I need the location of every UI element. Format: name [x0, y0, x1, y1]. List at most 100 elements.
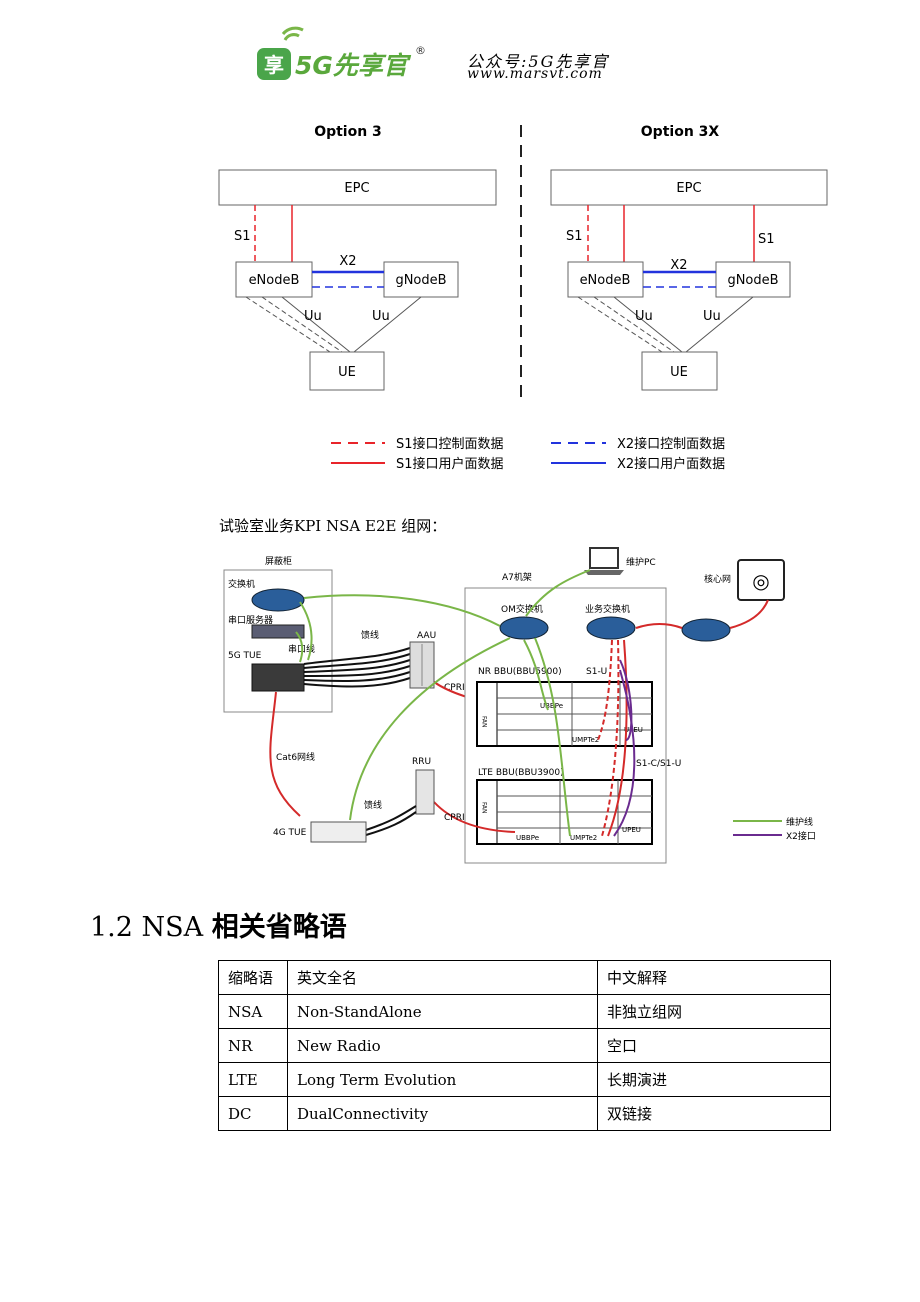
cpri-bottom-label: CPRI	[444, 813, 465, 823]
section-number: 1.2	[90, 912, 133, 943]
option3x-ue-label: UE	[670, 365, 688, 380]
logo-glyph: 享	[264, 53, 284, 77]
serial-server-label: 串口服务器	[228, 614, 273, 626]
switch-label: 交换机	[228, 578, 255, 590]
aau-label: AAU	[417, 631, 436, 641]
nr-fan-label: FAN	[481, 716, 488, 728]
option3x-uu-left-label: Uu	[635, 309, 653, 324]
option3-enodeb-box	[235, 261, 313, 298]
option3x-x2-label: X2	[670, 258, 687, 273]
option3x-gnodeb-label: gNodeB	[727, 273, 778, 288]
option3-gnodeb-box	[383, 261, 459, 298]
biz-switch-icon	[586, 616, 636, 640]
table-header-cell: 缩略语	[218, 960, 288, 995]
feeder-top-label: 馈线	[361, 629, 379, 641]
serial-server-link	[295, 631, 304, 663]
option3x-ue-box	[641, 351, 718, 391]
s1u-label: S1-U	[586, 667, 607, 677]
table-row: NR New Radio 空口	[218, 1028, 831, 1063]
logo-registered-mark: ®	[415, 44, 426, 57]
core-net-glyph: ◎	[752, 569, 769, 593]
option3x-enodeb-box	[567, 261, 644, 298]
cabinet-switch-icon	[251, 588, 305, 612]
tue-5g-icon	[251, 663, 305, 692]
maint-pc-screen	[589, 547, 619, 569]
table-cell: 非独立组网	[597, 994, 831, 1029]
option3-uu-dash-2	[261, 296, 343, 353]
legend-maint-label: 维护线	[786, 816, 813, 828]
legend-x2-user-label: X2接口用户面数据	[617, 456, 725, 472]
s1-links	[269, 639, 628, 837]
lte-bbu-label: LTE BBU(BBU3900)	[478, 768, 564, 778]
lte-umpte2-label: UMPTe2	[570, 834, 597, 842]
maint-pc-base	[584, 570, 624, 575]
table-cell: 长期演进	[597, 1062, 831, 1097]
tue-4g-label: 4G TUE	[273, 828, 307, 838]
signal-waves-icon	[281, 26, 304, 41]
section-title-cn: 相关省略语	[211, 912, 347, 943]
legend-x2-label: X2接口	[786, 830, 816, 842]
option3x-uu-right-label: Uu	[703, 309, 721, 324]
cpri-top-label: CPRI	[444, 683, 465, 693]
option3-ue-label: UE	[338, 365, 356, 380]
feeder-bottom-label: 馈线	[364, 799, 382, 811]
table-cell: 双链接	[597, 1096, 831, 1131]
option3x-gnodeb-box	[715, 261, 791, 298]
nr-ubbpe-label: UBBPe	[540, 702, 563, 710]
table-cell: 空口	[597, 1028, 831, 1063]
abbreviation-table: 缩略语 英文全名 中文解释 NSA Non-StandAlone 非独立组网 N…	[218, 960, 831, 1131]
option3-gnodeb-label: gNodeB	[395, 273, 446, 288]
option3-x2-label: X2	[339, 254, 356, 269]
lte-fan-label: FAN	[481, 802, 488, 814]
core-to-epc-link	[729, 599, 769, 629]
option3-ue-box	[309, 351, 385, 391]
option3x-uu-solid-left	[613, 296, 683, 353]
option3x-epc-box	[550, 169, 828, 206]
legend-s1-user-label: S1接口用户面数据	[396, 456, 504, 472]
section-title-latin: NSA	[141, 912, 204, 943]
table-header-cell: 英文全名	[287, 960, 598, 995]
logo-badge	[257, 48, 291, 80]
nr-bbu-label: NR BBU(BBU5900)	[478, 667, 562, 677]
option3-panel: Option 3 EPC S1 eNodeB gNodeB X2 Uu Uu U…	[218, 124, 497, 391]
option3x-s1-left-label: S1	[566, 229, 583, 244]
om-switch-icon	[499, 616, 549, 640]
lte-ubbpe-label: UBBPe	[516, 834, 539, 842]
option3x-s1-right-label: S1	[758, 232, 775, 247]
logo-text: 5G先享官	[295, 51, 412, 80]
option3-uu-solid-right	[353, 296, 422, 353]
option3x-uu-solid-right	[685, 296, 754, 353]
table-cell: Non-StandAlone	[287, 994, 598, 1029]
table-cell: New Radio	[287, 1028, 598, 1063]
option3x-title: Option 3X	[641, 124, 720, 140]
option3-epc-label: EPC	[344, 181, 369, 196]
option3-s1-label: S1	[234, 229, 251, 244]
rru-icon	[415, 769, 435, 815]
table-cell: LTE	[218, 1062, 288, 1097]
option3-enodeb-label: eNodeB	[249, 273, 300, 288]
legend-x2-control-label: X2接口控制面数据	[617, 436, 725, 452]
tue-5g-label: 5G TUE	[228, 651, 262, 661]
option3x-uu-dash-2	[593, 296, 675, 353]
tue-4g-icon	[310, 821, 367, 843]
header-url: www.marsvt.com	[467, 66, 603, 82]
feeder-top-bundle	[303, 647, 411, 688]
option3-uu-right-label: Uu	[372, 309, 390, 324]
network-caption: 试验室业务KPI NSA E2E 组网：	[219, 517, 447, 535]
page-header: 享 5G先享官 ®	[255, 24, 675, 88]
option3-uu-dash-1	[245, 296, 331, 353]
core-switch-icon	[681, 618, 731, 642]
biz-switch-label: 业务交换机	[585, 603, 630, 615]
maint-links	[303, 569, 591, 837]
table-header-row: 缩略语 英文全名 中文解释	[218, 960, 831, 995]
header-slogan: 公众号:5G先享官	[467, 52, 610, 71]
table-row: NSA Non-StandAlone 非独立组网	[218, 994, 831, 1029]
a7-rack-label: A7机架	[502, 571, 532, 583]
table-cell: NSA	[218, 994, 288, 1029]
option-diagram: Option 3 EPC S1 eNodeB gNodeB X2 Uu Uu U…	[218, 124, 828, 472]
biz-to-core-link	[635, 623, 683, 629]
option3-epc-box	[218, 169, 497, 206]
option3-uu-left-label: Uu	[304, 309, 322, 324]
logo: 享 5G先享官 ®	[257, 26, 426, 80]
cat6-label: Cat6网线	[276, 751, 315, 763]
